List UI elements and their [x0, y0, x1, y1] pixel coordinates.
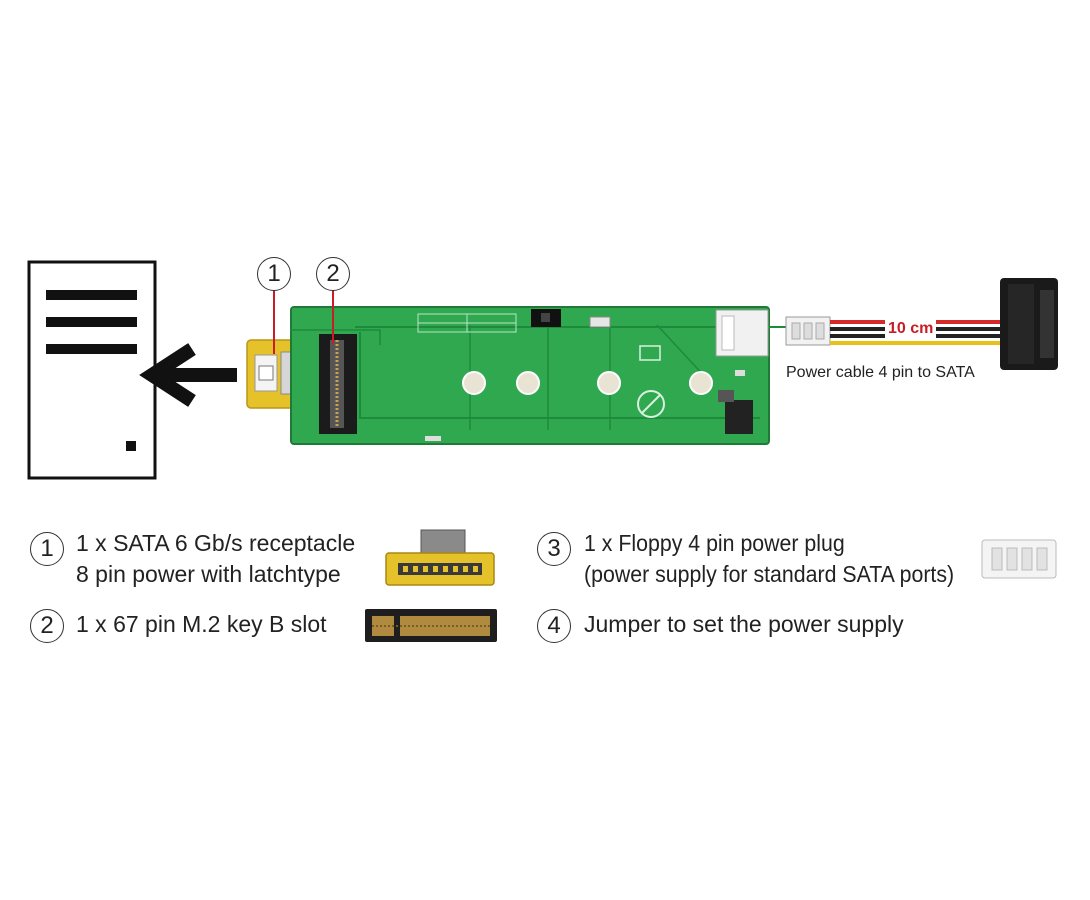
- legend-item-1-line-1: 1 x SATA 6 Gb/s receptacle: [76, 530, 356, 556]
- m2-slot-icon: [365, 609, 497, 642]
- legend-item-2-line-1: 1 x 67 pin M.2 key B slot: [76, 611, 327, 637]
- legend-number-3: 3: [537, 532, 571, 566]
- legend-number-1: 1: [30, 532, 64, 566]
- sata-power-plug-icon: [1000, 278, 1058, 370]
- computer-case-icon: [27, 260, 157, 480]
- legend-item-4-line-1: Jumper to set the power supply: [584, 611, 904, 637]
- legend-number-4: 4: [537, 609, 571, 643]
- legend-item-3-line-2: (power supply for standard SATA ports): [584, 561, 955, 587]
- cable-length-label: 10 cm: [885, 320, 937, 338]
- legend-item-1-line-2: 8 pin power with latchtype: [76, 561, 341, 587]
- callout-1: 1: [257, 257, 291, 291]
- legend-item-3: 1 x Floppy 4 pin power plug (power suppl…: [584, 528, 954, 590]
- legend-item-3-line-1: 1 x Floppy 4 pin power plug: [584, 530, 845, 556]
- m2-adapter-board: [290, 306, 790, 445]
- arrow-left-icon: [139, 343, 237, 407]
- legend-number-2: 2: [30, 609, 64, 643]
- legend-item-1: 1 x SATA 6 Gb/s receptacle 8 pin power w…: [76, 528, 355, 590]
- callout-2: 2: [316, 257, 350, 291]
- legend-item-2: 1 x 67 pin M.2 key B slot: [76, 609, 327, 640]
- legend-item-4: Jumper to set the power supply: [584, 609, 904, 640]
- cable-caption: Power cable 4 pin to SATA: [786, 364, 975, 381]
- sata-connector-icon: [385, 529, 495, 586]
- floppy-plug-icon: [785, 316, 831, 346]
- floppy-plug-legend-icon: [981, 539, 1057, 579]
